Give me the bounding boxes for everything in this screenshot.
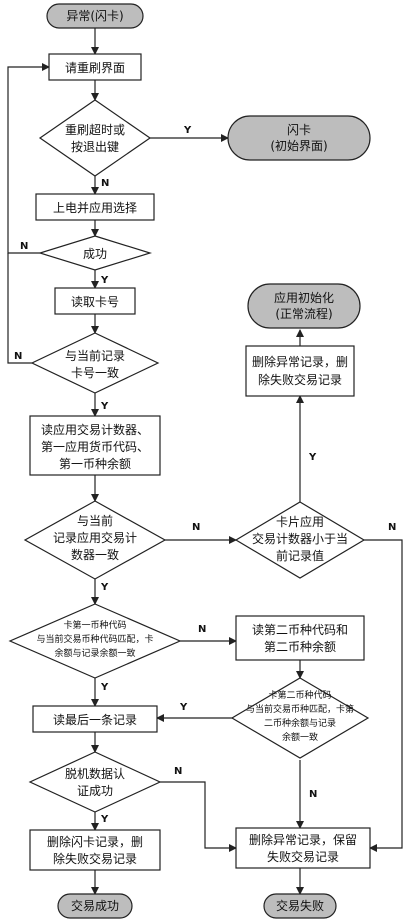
decision-card-match: 与当前记录 卡号一致 [30, 332, 160, 394]
decision-second-currency-line4: 余额一致 [282, 731, 318, 743]
terminal-fail-text: 交易失败 [276, 898, 324, 913]
process-delete-keep: 删除异常记录，保留 失败交易记录 [235, 827, 371, 869]
terminal-app-init-line2: (正常流程) [275, 306, 332, 321]
label-n-card-match: N [14, 351, 22, 362]
label-y-counter-less: Y [308, 452, 317, 463]
decision-offline-auth-line2: 证成功 [77, 784, 113, 798]
decision-counter-less-line2: 交易计数器小于当 [252, 531, 348, 546]
process-delete-flash-line2: 除失败交易记录 [53, 851, 137, 866]
label-n-counter-match: N [192, 522, 200, 533]
decision-second-currency-line3: 二币种余额与记录 [264, 717, 336, 729]
decision-first-currency-line1: 卡第一币种代码 [63, 619, 126, 631]
terminal-fail: 交易失败 [263, 893, 337, 919]
label-y-first-currency: Y [100, 682, 109, 693]
process-read-card-no-text: 读取卡号 [71, 295, 119, 309]
process-delete-keep-line1: 删除异常记录，保留 [249, 832, 357, 847]
decision-offline-auth-line1: 脱机数据认 [65, 766, 125, 781]
process-read-last-text: 读最后一条记录 [53, 713, 137, 727]
terminal-success: 交易成功 [57, 893, 133, 919]
label-y-timeout: Y [183, 125, 192, 136]
process-read-last: 读最后一条记录 [32, 705, 158, 733]
terminal-start-text: 异常(闪卡) [66, 9, 123, 23]
label-n-first-currency: N [198, 624, 206, 635]
decision-card-match-line2: 卡号一致 [71, 366, 119, 380]
decision-timeout-line1: 重刷超时或 [65, 122, 125, 137]
label-y-second-currency: Y [179, 702, 188, 713]
label-y-card-match: Y [100, 401, 109, 412]
process-delete-abnormal-line2: 除失败交易记录 [258, 372, 342, 387]
decision-first-currency: 卡第一币种代码 与当前交易币种代码匹配，卡 余额与记录余额一致 [8, 603, 182, 679]
process-read-counters-line1: 读应用交易计数器、 [41, 422, 149, 437]
process-read-second: 读第二币种代码和 第二币种余额 [235, 615, 365, 661]
decision-counter-match-line1: 与当前 [77, 513, 113, 528]
process-delete-abnormal: 删除异常记录，删 除失败交易记录 [245, 345, 355, 397]
decision-timeout-line2: 按退出键 [71, 140, 119, 154]
terminal-app-init: 应用初始化 (正常流程) [247, 283, 361, 329]
decision-counter-match-line3: 数器一致 [71, 547, 119, 562]
decision-counter-match: 与当前 记录应用交易计 数器一致 [23, 500, 167, 580]
process-delete-abnormal-line1: 删除异常记录，删 [252, 354, 348, 369]
decision-second-currency-line2: 与当前交易币种匹配，卡第 [246, 703, 354, 715]
label-n-offline-auth: N [174, 766, 182, 777]
process-read-card-no: 读取卡号 [54, 287, 136, 315]
terminal-success-text: 交易成功 [71, 898, 119, 913]
process-delete-flash: 删除闪卡记录，删 除失败交易记录 [29, 829, 161, 871]
terminal-flash-line2: (初始界面) [270, 139, 327, 153]
process-read-second-line1: 读第二币种代码和 [252, 623, 348, 637]
label-y-counter-match: Y [100, 582, 109, 593]
decision-first-currency-line2: 与当前交易币种代码匹配，卡 [36, 633, 153, 645]
terminal-app-init-line1: 应用初始化 [274, 290, 334, 305]
label-n-success: N [20, 241, 28, 252]
branch-labels: Y N N Y N Y Y N Y N N Y Y N N Y [14, 125, 396, 825]
terminal-flash: 闪卡 (初始界面) [227, 115, 371, 161]
decision-counter-less-line3: 前记录值 [276, 548, 324, 563]
process-reswipe-text: 请重刷界面 [65, 61, 125, 75]
process-read-second-line2: 第二币种余额 [264, 639, 336, 654]
process-power-on-text: 上电并应用选择 [53, 200, 137, 215]
label-n-counter-less: N [388, 522, 396, 533]
terminal-flash-line1: 闪卡 [287, 123, 311, 137]
terminal-start: 异常(闪卡) [46, 3, 144, 29]
decision-card-match-line1: 与当前记录 [65, 348, 125, 363]
decision-counter-less: 卡片应用 交易计数器小于当 前记录值 [234, 501, 366, 579]
decision-offline-auth: 脱机数据认 证成功 [28, 751, 162, 813]
connectors [7, 28, 403, 895]
process-delete-flash-line1: 删除闪卡记录，删 [47, 834, 143, 849]
decision-success-text: 成功 [83, 247, 107, 261]
process-reswipe: 请重刷界面 [48, 53, 142, 81]
decision-second-currency: 卡第二币种代码 与当前交易币种匹配，卡第 二币种余额与记录 余额一致 [230, 677, 370, 759]
process-read-counters-line2: 第一应用货币代码、 [41, 439, 149, 454]
decision-timeout: 重刷超时或 按退出键 [38, 99, 152, 177]
label-n-timeout: N [101, 178, 109, 189]
decision-success: 成功 [37, 235, 153, 271]
process-read-counters-line3: 第一币种余额 [59, 456, 131, 471]
label-n-second-currency: N [309, 789, 317, 800]
process-read-counters: 读应用交易计数器、 第一应用货币代码、 第一币种余额 [29, 415, 161, 476]
decision-counter-less-line1: 卡片应用 [276, 514, 324, 529]
process-delete-keep-line2: 失败交易记录 [267, 849, 339, 864]
label-y-success: Y [100, 275, 109, 286]
decision-counter-match-line2: 记录应用交易计 [53, 530, 137, 545]
process-power-on: 上电并应用选择 [35, 193, 155, 221]
label-y-offline-auth: Y [100, 814, 109, 825]
decision-first-currency-line3: 余额与记录余额一致 [54, 647, 135, 659]
decision-second-currency-line1: 卡第二币种代码 [268, 689, 331, 701]
